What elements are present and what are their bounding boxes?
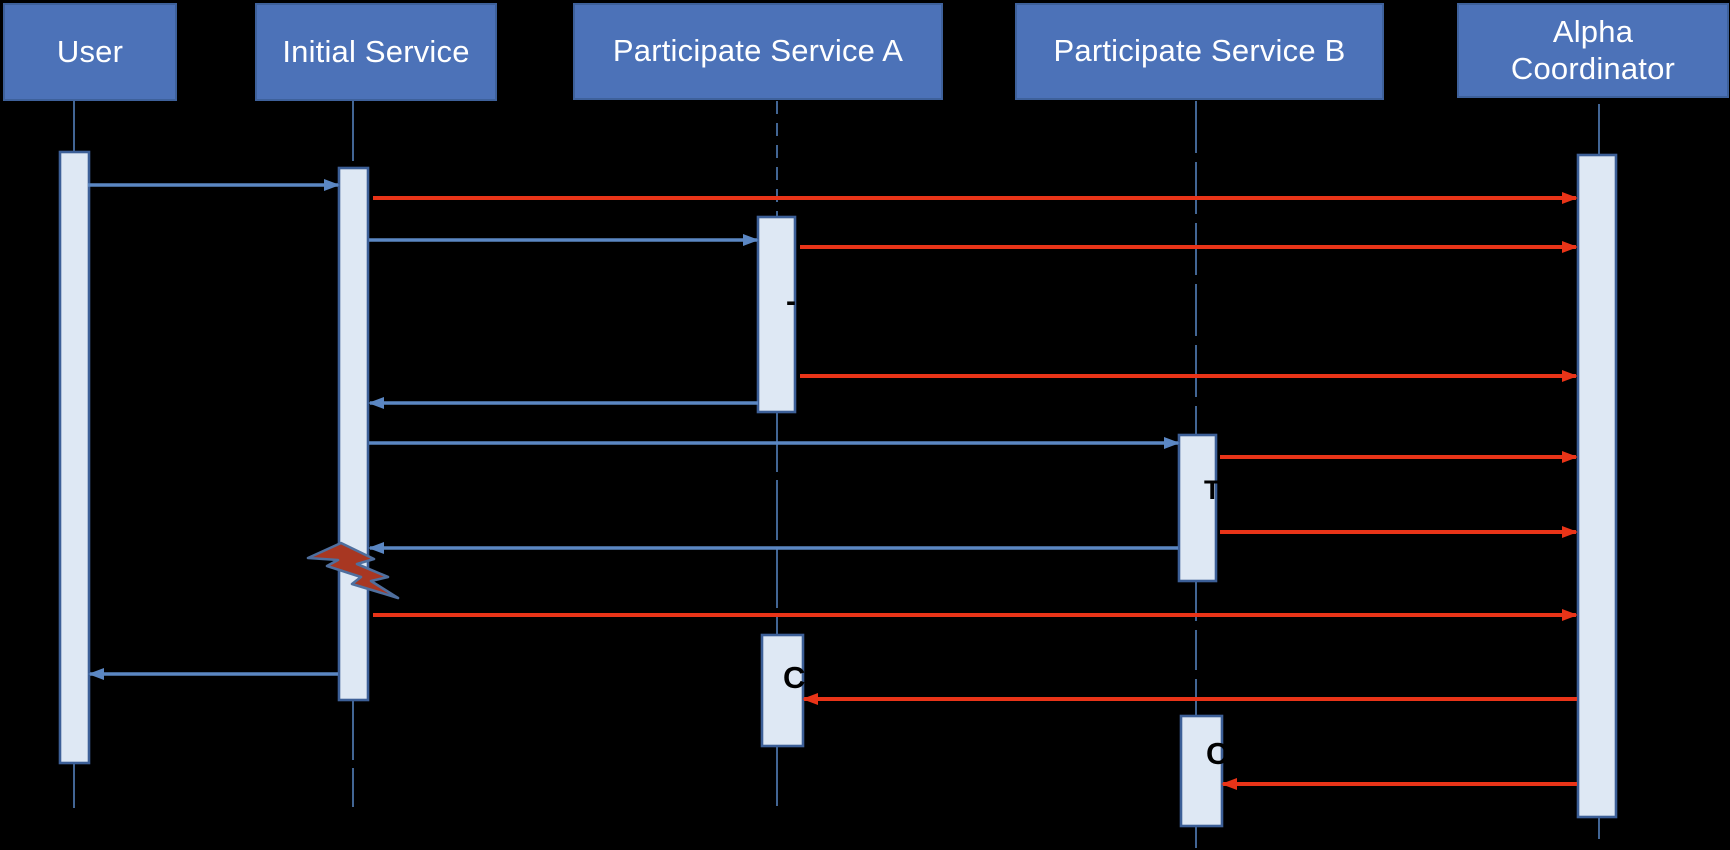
activation-b-2 (1179, 714, 1224, 828)
hidden-label-fragment-c-service-a: C (783, 660, 806, 695)
activation-a-1 (756, 215, 797, 414)
actor-header-initial-service: Initial Service (255, 3, 497, 101)
actor-header-participate-service-b: Participate Service B (1015, 3, 1384, 100)
actor-header-user: User (3, 3, 177, 101)
activation-b-1 (1177, 433, 1218, 583)
failure-lightning-bolt-icon (306, 541, 400, 600)
activation-initial (337, 166, 370, 702)
hidden-label-fragment-t: T (1204, 475, 1221, 505)
activation-alpha (1576, 153, 1618, 819)
actor-header-alpha-coordinator: Alpha Coordinator (1457, 3, 1729, 98)
activation-a-2 (760, 633, 805, 748)
hidden-label-fragment-c-service-b: C (1206, 736, 1229, 771)
activation-user (58, 150, 91, 765)
hidden-label-fragment-dash: - (786, 285, 796, 318)
actor-header-participate-service-a: Participate Service A (573, 3, 943, 100)
